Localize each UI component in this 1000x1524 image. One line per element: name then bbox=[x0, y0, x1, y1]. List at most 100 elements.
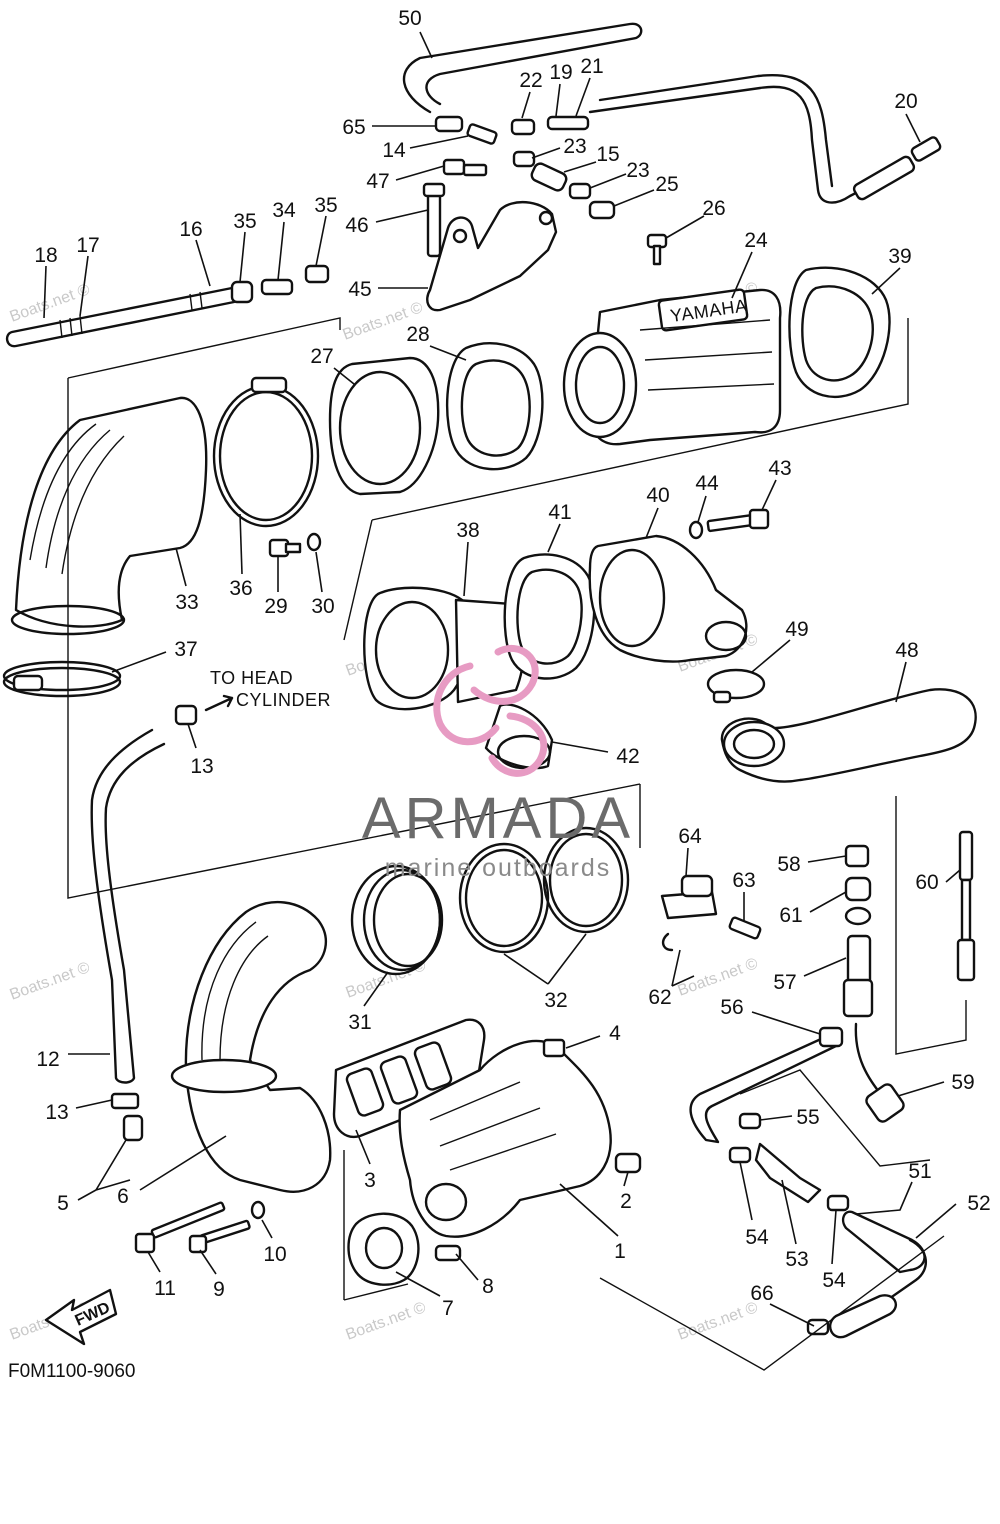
callout-38: 38 bbox=[456, 519, 479, 542]
callout-44: 44 bbox=[695, 472, 719, 495]
callout-2: 2 bbox=[620, 1190, 632, 1213]
callout-37: 37 bbox=[174, 638, 197, 661]
fwd-arrow-icon bbox=[44, 1288, 118, 1346]
callout-18: 18 bbox=[34, 244, 57, 267]
fittings-top bbox=[434, 115, 616, 220]
hose-50 bbox=[402, 22, 902, 204]
callout-54: 54 bbox=[822, 1269, 846, 1292]
callout-8: 8 bbox=[482, 1275, 494, 1298]
hose-48 bbox=[706, 668, 977, 783]
clamp-42 bbox=[484, 703, 554, 770]
leader-lines bbox=[43, 31, 961, 1327]
callout-13: 13 bbox=[45, 1101, 68, 1124]
elbow-6 bbox=[170, 900, 332, 1193]
callout-30: 30 bbox=[311, 595, 334, 618]
callout-46: 46 bbox=[345, 214, 368, 237]
callout-1: 1 bbox=[614, 1240, 626, 1263]
joint-27 bbox=[328, 356, 440, 496]
callout-50: 50 bbox=[398, 7, 421, 30]
watermark: Boats.net © bbox=[676, 955, 761, 1000]
callout-41: 41 bbox=[548, 501, 571, 524]
callout-40: 40 bbox=[646, 484, 669, 507]
callout-26: 26 bbox=[702, 197, 725, 220]
callout-22: 22 bbox=[519, 69, 542, 92]
callout-31: 31 bbox=[348, 1011, 371, 1034]
joint-31 bbox=[350, 826, 630, 976]
callout-63: 63 bbox=[732, 869, 755, 892]
callout-15: 15 bbox=[596, 143, 619, 166]
callout-12: 12 bbox=[36, 1048, 59, 1071]
callout-43: 43 bbox=[768, 457, 791, 480]
bolt-29 bbox=[268, 532, 322, 558]
callout-32: 32 bbox=[544, 989, 567, 1012]
callout-23: 23 bbox=[626, 159, 649, 182]
watermark: Boats.net © bbox=[676, 1299, 761, 1344]
callout-13: 13 bbox=[190, 755, 213, 778]
sensor-62-64 bbox=[660, 874, 762, 952]
callout-24: 24 bbox=[744, 229, 768, 252]
callout-35: 35 bbox=[233, 210, 256, 233]
callout-48: 48 bbox=[895, 639, 918, 662]
note-line-1: TO HEAD bbox=[210, 668, 293, 688]
brand-name: ARMADA bbox=[362, 786, 634, 851]
clamp-36 bbox=[212, 376, 320, 528]
bolt-43 bbox=[688, 508, 770, 540]
callout-53: 53 bbox=[785, 1248, 808, 1271]
callout-6: 6 bbox=[117, 1185, 129, 1208]
callout-10: 10 bbox=[263, 1243, 286, 1266]
callout-55: 55 bbox=[796, 1106, 819, 1129]
callout-51: 51 bbox=[908, 1160, 931, 1183]
callout-35: 35 bbox=[314, 194, 337, 217]
callout-7: 7 bbox=[442, 1297, 454, 1320]
gasket-28 bbox=[446, 342, 544, 471]
callout-23: 23 bbox=[563, 135, 586, 158]
to-head-arrow-icon bbox=[204, 694, 234, 712]
callout-5: 5 bbox=[57, 1192, 69, 1215]
gasket-39 bbox=[788, 266, 891, 399]
callout-28: 28 bbox=[406, 323, 429, 346]
callout-29: 29 bbox=[264, 595, 287, 618]
callout-58: 58 bbox=[777, 853, 800, 876]
hose-56 bbox=[689, 1026, 850, 1212]
callout-59: 59 bbox=[951, 1071, 974, 1094]
callout-57: 57 bbox=[773, 971, 796, 994]
callout-60: 60 bbox=[915, 871, 938, 894]
exhaust-chamber-24 bbox=[562, 288, 782, 446]
pipe-16 bbox=[5, 264, 330, 348]
hose-12 bbox=[90, 704, 198, 1142]
callout-56: 56 bbox=[720, 996, 743, 1019]
callout-4: 4 bbox=[609, 1022, 621, 1045]
part-outlines: YAMAHA bbox=[2, 22, 977, 1346]
callout-19: 19 bbox=[549, 61, 572, 84]
manifold-1 bbox=[398, 1039, 612, 1238]
callout-39: 39 bbox=[888, 245, 911, 268]
callout-65: 65 bbox=[342, 116, 365, 139]
bolts-9-11 bbox=[134, 1200, 266, 1254]
callout-66: 66 bbox=[750, 1282, 773, 1305]
callout-52: 52 bbox=[967, 1192, 990, 1215]
fitting-57-61 bbox=[842, 830, 976, 1123]
bracket-45 bbox=[422, 182, 668, 312]
callout-16: 16 bbox=[179, 218, 202, 241]
callout-27: 27 bbox=[310, 345, 333, 368]
callout-42: 42 bbox=[616, 745, 639, 768]
callout-3: 3 bbox=[364, 1169, 376, 1192]
callout-11: 11 bbox=[154, 1277, 176, 1300]
housing-40 bbox=[588, 534, 748, 663]
gasket-41 bbox=[503, 553, 596, 680]
callout-33: 33 bbox=[175, 591, 198, 614]
callout-20: 20 bbox=[894, 90, 917, 113]
fitting-20 bbox=[852, 136, 942, 201]
callout-17: 17 bbox=[76, 234, 99, 257]
callout-49: 49 bbox=[785, 618, 808, 641]
callout-62: 62 bbox=[648, 986, 671, 1009]
brand-tagline: marine outboards bbox=[385, 854, 612, 882]
watermark: Boats.net © bbox=[344, 1299, 429, 1344]
callout-34: 34 bbox=[272, 199, 296, 222]
callout-21: 21 bbox=[580, 55, 603, 78]
gasket-7 bbox=[347, 1212, 420, 1286]
callout-54: 54 bbox=[745, 1226, 769, 1249]
callout-47: 47 bbox=[366, 170, 389, 193]
